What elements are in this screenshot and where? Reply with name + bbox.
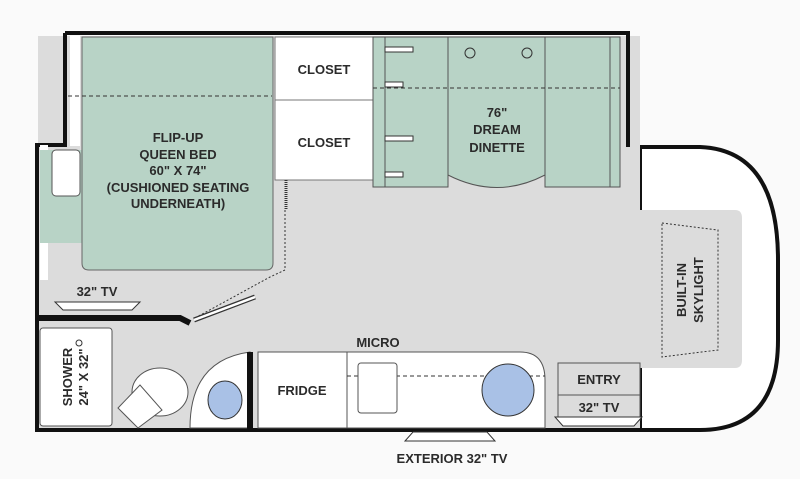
fridge-label: FRIDGE	[277, 383, 326, 398]
skylight-label: SKYLIGHT	[691, 257, 706, 323]
outer-wall	[35, 31, 650, 432]
bedroom-tv-label: 32" TV	[77, 284, 118, 299]
seatbelts	[384, 46, 414, 178]
exterior-tv-label: EXTERIOR 32" TV	[397, 451, 508, 466]
bath-sink	[207, 380, 243, 420]
front-floor	[640, 210, 742, 368]
entry-tv-cabinet	[557, 394, 641, 421]
bed-label: QUEEN BED	[139, 147, 216, 162]
bench-trim	[372, 36, 386, 188]
nightstand	[51, 149, 81, 197]
toilet-tank	[117, 384, 163, 429]
bed-label: UNDERNEATH)	[131, 196, 225, 211]
closet-bottom	[274, 99, 374, 181]
dinette-label: 76"	[487, 105, 508, 120]
door-swing	[194, 210, 286, 319]
shower-drain-icon	[75, 339, 83, 347]
shower-label: 24" X 32"	[76, 348, 91, 405]
queen-bed	[81, 36, 274, 271]
shower-label: SHOWER	[60, 347, 75, 406]
entry-tv-label: 32" TV	[579, 400, 620, 415]
window	[70, 36, 80, 146]
closet-top-label: CLOSET	[298, 62, 351, 77]
fridge	[257, 351, 348, 429]
bedroom-tv-icon	[53, 301, 142, 311]
bench-trim	[609, 36, 621, 188]
exterior-tv-icon	[403, 431, 497, 442]
dinette-label: DINETTE	[469, 140, 525, 155]
entry-step	[557, 362, 641, 396]
dinette-label: DREAM	[473, 122, 521, 137]
cupholder	[521, 47, 533, 59]
micro-label: MICRO	[356, 335, 399, 350]
bed-label: (CUSHIONED SEATING	[107, 180, 250, 195]
closet-bottom-label: CLOSET	[298, 135, 351, 150]
bed-label: 60" X 74"	[149, 163, 206, 178]
bath-wall	[37, 315, 192, 326]
skylight-label: BUILT-IN	[674, 263, 689, 317]
cooktop	[357, 362, 398, 414]
entry-label: ENTRY	[577, 372, 621, 387]
bed-label: FLIP-UP	[153, 130, 204, 145]
entry-tv-icon	[553, 416, 644, 427]
shower	[39, 327, 113, 427]
dinette-bench-right	[544, 36, 621, 188]
bath-door-inner	[193, 295, 256, 322]
kitchen-sink	[481, 363, 535, 417]
skylight-outline	[661, 222, 719, 358]
cupholder	[464, 47, 476, 59]
